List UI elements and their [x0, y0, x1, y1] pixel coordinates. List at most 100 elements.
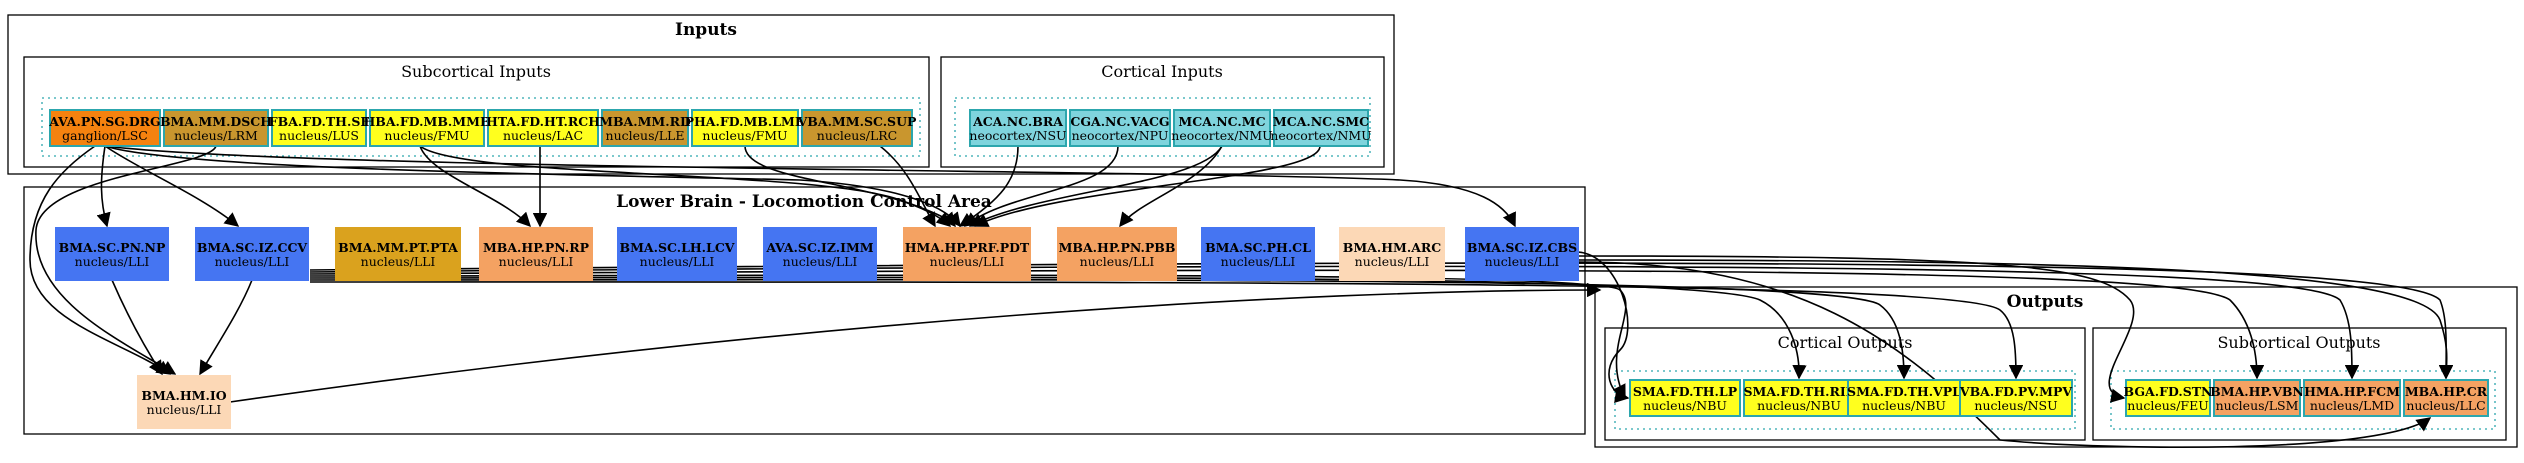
- node-name: MBA.HP.PN.PBB: [1059, 240, 1176, 255]
- node-name: BMA.HM.ARC: [1343, 240, 1442, 255]
- node-type: nucleus/LLE: [606, 128, 685, 143]
- edge-connector: [229, 282, 1602, 403]
- node-type: nucleus/LLI: [499, 254, 574, 269]
- cluster-subcortical-inputs: [23, 56, 930, 168]
- node-type: nucleus/LLI: [147, 402, 222, 417]
- node-name: MBA.HP.CR: [2405, 384, 2488, 399]
- node-name: MBA.MM.RD: [599, 114, 691, 129]
- node-type: nucleus/LLI: [1080, 254, 1155, 269]
- node-box: [1959, 379, 2073, 417]
- node-type: nucleus/LRM: [174, 128, 258, 143]
- node-type: nucleus/LSM: [2216, 398, 2299, 413]
- edge-connector: [104, 145, 1516, 228]
- node-type: nucleus/NBU: [1862, 398, 1946, 413]
- node-box: [1629, 379, 1741, 417]
- node-box: [903, 227, 1031, 281]
- node-type: neocortex/NPU: [1072, 128, 1169, 143]
- node-name: BMA.HM.IO: [141, 388, 226, 403]
- node-name: AVA.SC.IZ.IMM: [765, 240, 873, 255]
- node-type: nucleus/LLI: [1485, 254, 1560, 269]
- cluster-cortical-inputs-title: Cortical Inputs: [1101, 62, 1223, 81]
- node-type: nucleus/LLI: [361, 254, 436, 269]
- node-box: [691, 109, 799, 147]
- node-box: [801, 109, 913, 147]
- node-box: [1273, 109, 1369, 147]
- node-box: [2303, 379, 2401, 417]
- group-cortical-outputs: [1614, 370, 2076, 430]
- node-name: FBA.FD.TH.SF: [269, 114, 370, 129]
- node-name: ACA.NC.BRA: [972, 114, 1063, 129]
- node-type: nucleus/NBU: [1643, 398, 1727, 413]
- cluster-cortical-outputs: [1604, 327, 2086, 441]
- node-type: neocortex/NMU: [1270, 128, 1371, 143]
- node-name: BMA.SC.PH.CL: [1205, 240, 1311, 255]
- node-name: HMA.HP.PRF.PDT: [905, 240, 1030, 255]
- node-box: [369, 109, 485, 147]
- node-name: PHA.FD.MB.LMB: [685, 114, 806, 129]
- node-type: nucleus/LMD: [2310, 398, 2394, 413]
- node-type: nucleus/FEU: [2127, 398, 2209, 413]
- group-subcortical-outputs: [2110, 370, 2496, 430]
- node-name: BMA.SC.IZ.CBS: [1467, 240, 1577, 255]
- edge-connector: [309, 274, 1627, 400]
- node-box: [479, 227, 593, 281]
- node-type: nucleus/NSU: [1974, 398, 2057, 413]
- node-name: AVA.PN.SG.DRG: [48, 114, 160, 129]
- node-type: nucleus/FMU: [702, 128, 787, 143]
- node-box: [271, 109, 367, 147]
- node-name: MCA.NC.SMC: [1273, 114, 1369, 129]
- node-type: nucleus/LLI: [930, 254, 1005, 269]
- cluster-cortical-outputs-title: Cortical Outputs: [1778, 333, 1913, 352]
- cluster-subcortical-outputs-title: Subcortical Outputs: [2217, 333, 2380, 352]
- node-box: [601, 109, 689, 147]
- edge-connector: [419, 145, 956, 228]
- node-name: VBA.MM.SC.SUP: [797, 114, 917, 129]
- edge-connector: [96, 145, 111, 228]
- node-name: SMA.FD.TH.VPL: [1847, 384, 1961, 399]
- node-name: MBA.HP.PN.RP: [483, 240, 590, 255]
- edge-connector: [963, 145, 1119, 227]
- node-type: nucleus/LLC: [2406, 398, 2485, 413]
- node-box: [2125, 379, 2211, 417]
- node-box: [1069, 109, 1171, 147]
- group-subcortical-inputs: [41, 97, 921, 157]
- edge-connector: [419, 145, 532, 228]
- node-type: nucleus/LUS: [279, 128, 359, 143]
- node-box: [1465, 227, 1579, 281]
- node-name: SMA.FD.TH.LP: [1633, 384, 1738, 399]
- node-type: neocortex/NMU: [1171, 128, 1272, 143]
- node-box: [2213, 379, 2301, 417]
- edge-connector: [879, 145, 936, 228]
- node-name: BMA.HP.VBN: [2210, 384, 2304, 399]
- edge-connector: [104, 145, 961, 228]
- node-type: nucleus/LLI: [1221, 254, 1296, 269]
- edge-connector: [35, 145, 217, 375]
- cluster-inputs-title: Inputs: [675, 20, 737, 40]
- edge-connector: [309, 281, 2024, 380]
- node-name: HTA.FD.HT.RCH: [486, 114, 600, 129]
- edge-connector: [104, 145, 240, 227]
- node-type: nucleus/LLI: [75, 254, 150, 269]
- node-type: nucleus/FMU: [384, 128, 469, 143]
